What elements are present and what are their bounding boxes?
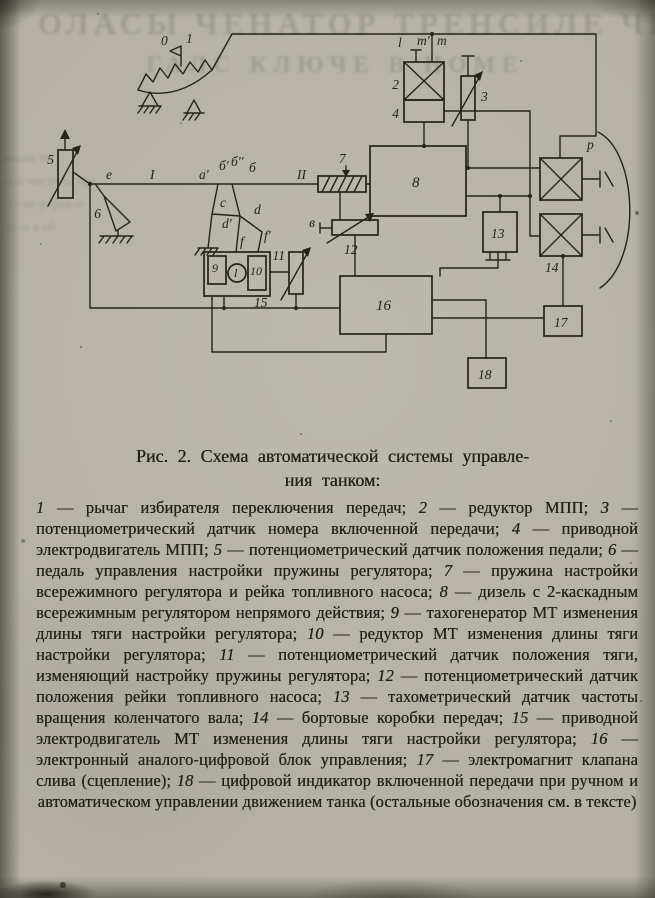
- label-16: 16: [376, 298, 392, 314]
- block-motor-mpp: [403, 99, 531, 197]
- block-gearboxes: [465, 157, 614, 307]
- legend-item-number: 18: [176, 771, 194, 790]
- label-v: в: [309, 215, 315, 230]
- label-5: 5: [47, 152, 54, 167]
- label-11: 11: [273, 248, 286, 263]
- label-l-small: l: [234, 266, 238, 280]
- legend-item-number: 12: [377, 666, 394, 685]
- legend-item-number: 9: [390, 603, 399, 622]
- label-a-prime: а': [199, 167, 210, 182]
- diagram-labels: 0 1 l m' m 2 3 4 5 6 е I а' б' б'' б II …: [47, 31, 594, 382]
- label-6: 6: [94, 206, 101, 221]
- label-1: 1: [186, 31, 193, 46]
- label-0: 0: [161, 33, 168, 48]
- label-10: 10: [250, 264, 262, 278]
- pedal: [95, 184, 134, 244]
- figure-caption-line: ния танком:: [284, 470, 381, 490]
- legend-item-number: 16: [590, 729, 608, 748]
- legend-item-number: 10: [306, 624, 324, 643]
- legend-item-number: 4: [511, 519, 521, 538]
- legend-item-text: — потенциометрический датчик положения п…: [222, 540, 608, 559]
- label-15: 15: [254, 295, 268, 310]
- governor-spring: [317, 165, 371, 221]
- selector-lever: [137, 33, 233, 121]
- top-bus-wire: [231, 32, 597, 159]
- label-b-dprime: б'': [231, 154, 245, 169]
- legend-item: 14 — бортовые коробки передач;: [252, 708, 512, 727]
- label-2: 2: [392, 77, 399, 92]
- legend-item-number: 2: [418, 498, 427, 517]
- legend-item: 5 — потенциометрический датчик положения…: [214, 540, 608, 559]
- label-13: 13: [491, 226, 505, 241]
- legend-item-text: — редуктор МПП;: [426, 498, 601, 517]
- hull-curve: [597, 131, 631, 289]
- label-d: d: [254, 202, 261, 217]
- label-4: 4: [392, 106, 399, 121]
- label-b: б: [249, 160, 257, 175]
- label-f-prime: f': [264, 228, 272, 243]
- label-17: 17: [554, 315, 569, 330]
- potentiometer-rod: [280, 247, 311, 310]
- label-8: 8: [412, 175, 420, 191]
- legend-item-number: 15: [511, 708, 529, 727]
- label-7: 7: [339, 151, 347, 166]
- control-rod-linkage: [87, 181, 319, 256]
- legend-item-number: 5: [213, 540, 223, 559]
- label-12: 12: [344, 242, 358, 257]
- label-m-prime: m': [417, 33, 431, 48]
- label-rod-II: II: [296, 167, 307, 182]
- label-14: 14: [545, 260, 559, 275]
- label-c: с: [220, 195, 226, 210]
- label-f: f: [240, 234, 246, 249]
- label-9: 9: [212, 261, 218, 275]
- legend-item-number: 17: [416, 750, 434, 769]
- legend-item-number: 14: [251, 708, 269, 727]
- legend-item: 1 — рычаг избирателя переключения переда…: [36, 498, 419, 517]
- label-d-prime: d': [222, 216, 233, 231]
- block-reducer-mpp: [403, 61, 445, 101]
- legend-item-number: 8: [439, 582, 448, 601]
- label-b-prime: б': [219, 158, 230, 173]
- label-e: е: [106, 167, 112, 182]
- block-control-unit: [211, 275, 545, 359]
- legend-item-number: 3: [600, 498, 610, 517]
- potentiometer-gear-number: [451, 55, 483, 169]
- legend-item-text: — рычаг избирателя переключения передач;: [44, 498, 419, 517]
- label-3: 3: [480, 89, 488, 104]
- scan-noise-specks: [0, 0, 2, 2]
- label-l-top: l: [398, 35, 402, 50]
- potentiometer-pedal: [47, 129, 341, 309]
- legend-item: 2 — редуктор МПП;: [419, 498, 601, 517]
- figure-caption-line: Рис. 2. Схема автоматической системы упр…: [135, 446, 530, 466]
- label-p: p: [586, 137, 594, 152]
- figure-caption: Рис. 2. Схема автоматической системы упр…: [30, 444, 635, 492]
- figure-legend: 1 — рычаг избирателя переключения переда…: [36, 497, 638, 812]
- legend-item-number: 13: [332, 687, 350, 706]
- schematic-diagram: 0 1 l m' m 2 3 4 5 6 е I а' б' б'' б II …: [47, 31, 631, 389]
- label-18: 18: [478, 367, 492, 382]
- legend-item-text: — бортовые коробки передач;: [268, 708, 512, 727]
- block-tacho-sensor: [439, 195, 518, 277]
- legend-item-number: 7: [443, 561, 453, 580]
- label-rod-I: I: [149, 167, 156, 182]
- label-m: m: [437, 33, 447, 48]
- legend-item-number: 11: [219, 645, 235, 664]
